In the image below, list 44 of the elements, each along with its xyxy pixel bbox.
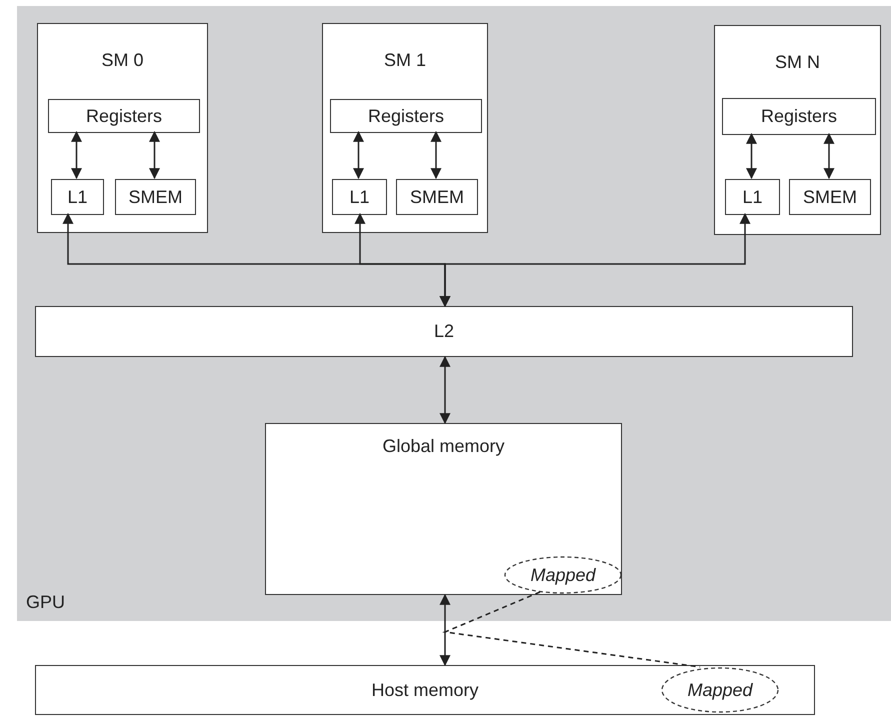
multiprocessor-box (37, 23, 208, 233)
arrow (353, 130, 364, 180)
box-label: L1 (742, 186, 763, 208)
box-label: Registers (760, 106, 838, 127)
dashed-line (442, 591, 700, 668)
memory-box (35, 306, 853, 357)
box-label: SM 1 (384, 50, 426, 71)
box-label: Mapped (530, 564, 596, 586)
cache-box (51, 179, 104, 215)
box-label: SM N (775, 52, 820, 73)
cache-box (396, 179, 478, 215)
memory-box (48, 99, 200, 133)
box-label: L2 (434, 321, 454, 342)
arrow (746, 132, 757, 180)
gpu-region (17, 6, 891, 621)
memory-box (330, 99, 482, 133)
arrow (440, 356, 450, 424)
box-label: Host memory (371, 680, 478, 700)
box-label: Registers (86, 106, 162, 126)
arrow (149, 130, 160, 180)
box-label: Mapped (687, 680, 753, 700)
memory-box (722, 98, 876, 135)
cache-box (789, 179, 871, 215)
region-label: GPU (26, 592, 66, 613)
box-label: SMEM (803, 186, 857, 208)
box-label: L1 (349, 186, 370, 208)
multiprocessor-box (322, 23, 488, 233)
cache-box (332, 179, 387, 215)
arrow (71, 130, 82, 180)
box-label: SMEM (410, 186, 464, 208)
arrow (824, 132, 834, 180)
box-label: Registers (368, 106, 444, 126)
box-label: L1 (67, 186, 88, 208)
cache-box (115, 179, 196, 215)
memory-box (35, 665, 815, 715)
multiprocessor-box (714, 25, 881, 235)
arrow (440, 212, 750, 308)
arrow (430, 130, 442, 180)
cache-box (725, 179, 780, 215)
box-label: SM 0 (101, 50, 144, 71)
box-label: SMEM (128, 186, 182, 208)
arrow (440, 594, 450, 666)
memory-box (265, 423, 622, 595)
box-label: Global memory (382, 436, 505, 457)
